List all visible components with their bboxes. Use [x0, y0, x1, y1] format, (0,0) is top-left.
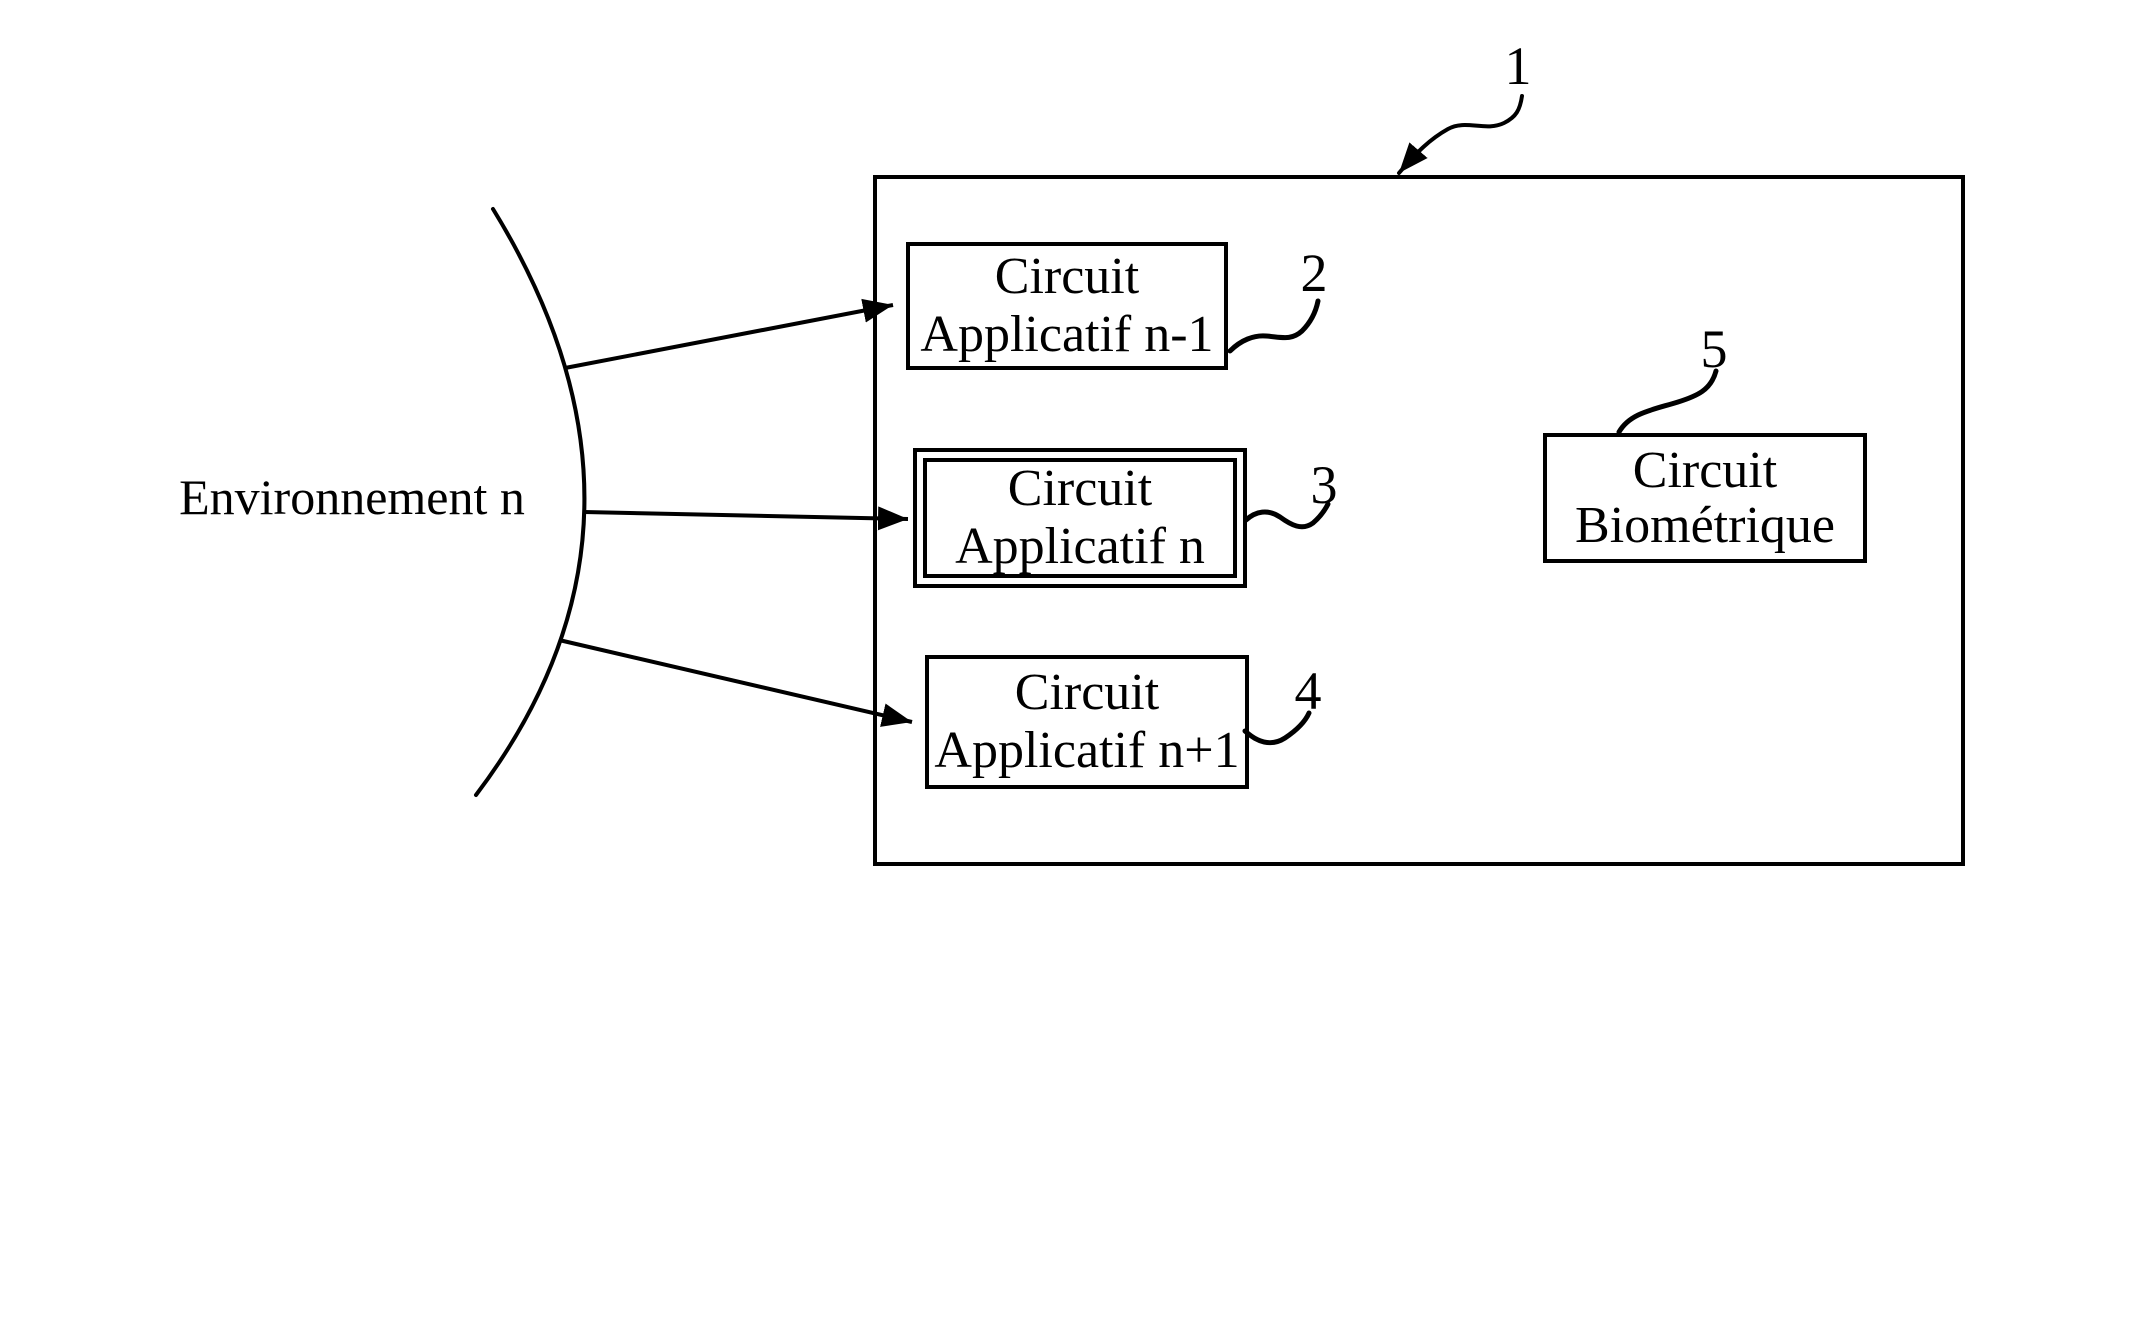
circuit-applicatif-n-box: Circuit Applicatif n — [913, 448, 1247, 588]
device-enclosure-box — [873, 175, 1965, 866]
circuit-biometrique-line1: Circuit — [1632, 442, 1778, 499]
ref-5-lead-line — [1616, 368, 1719, 435]
circuit-applicatif-n-line1: Circuit — [1007, 460, 1153, 517]
circuit-applicatif-n-plus-1-box: Circuit Applicatif n+1 — [925, 655, 1249, 789]
ref-numeral-3: 3 — [1310, 455, 1338, 515]
circuit-applicatif-n-minus-1-line1: Circuit — [994, 248, 1140, 305]
ref-1-arrow — [1397, 94, 1524, 175]
ref-2-lead-line — [1227, 298, 1321, 354]
circuit-applicatif-n-plus-1-line1: Circuit — [1014, 664, 1160, 721]
ref-numeral-1: 1 — [1504, 36, 1532, 96]
arrow-env-to-circuit-n-plus-1 — [558, 638, 913, 727]
arrow-env-to-circuit-n — [583, 506, 909, 531]
circuit-applicatif-n-plus-1-line2: Applicatif n+1 — [934, 722, 1240, 779]
arrow-env-to-circuit-n-minus-1 — [564, 298, 894, 370]
environment-label: Environnement n — [179, 469, 525, 525]
ref-3-lead-line — [1243, 501, 1331, 530]
circuit-biometrique-line2: Biométrique — [1575, 497, 1835, 554]
ref-numeral-2: 2 — [1300, 243, 1328, 303]
circuit-biometrique-box: Circuit Biométrique — [1543, 433, 1867, 563]
ref-4-lead-line — [1242, 710, 1312, 746]
circuit-applicatif-n-line2: Applicatif n — [955, 518, 1205, 575]
ref-numeral-4: 4 — [1294, 661, 1322, 721]
circuit-applicatif-n-inner-frame: Circuit Applicatif n — [923, 458, 1237, 578]
ref-numeral-5: 5 — [1700, 319, 1728, 379]
circuit-applicatif-n-minus-1-box: Circuit Applicatif n-1 — [906, 242, 1228, 370]
circuit-applicatif-n-minus-1-line2: Applicatif n-1 — [920, 306, 1214, 363]
